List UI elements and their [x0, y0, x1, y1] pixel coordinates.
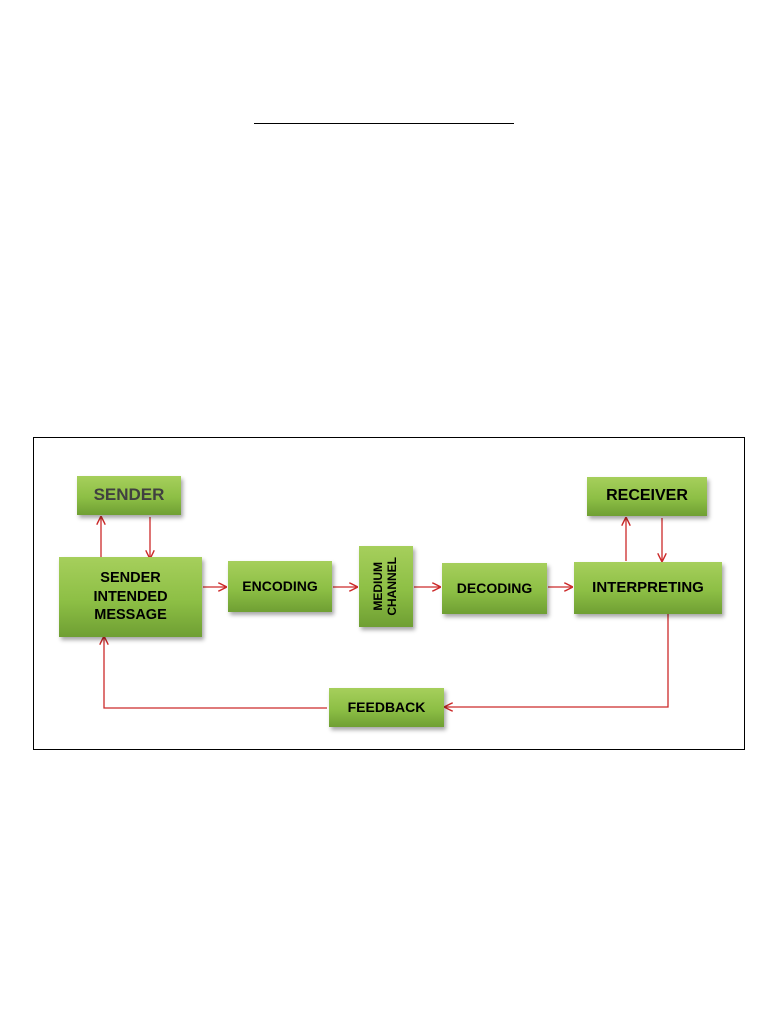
title-underline [254, 123, 514, 124]
node-decoding-label: DECODING [456, 580, 533, 597]
node-encoding-label: ENCODING [242, 578, 318, 595]
node-medium-channel-label: MEDIUM CHANNEL [371, 557, 399, 616]
arrow-interpreting-to-feedback [445, 614, 669, 707]
node-sender: SENDER [77, 476, 181, 515]
node-receiver: RECEIVER [587, 477, 707, 516]
node-receiver-label: RECEIVER [606, 487, 688, 505]
node-sender-label: SENDER [93, 485, 165, 505]
node-medium-channel: MEDIUM CHANNEL [359, 546, 413, 627]
node-decoding: DECODING [442, 563, 547, 614]
node-interpreting: INTERPRETING [574, 562, 722, 614]
node-interpreting-label: INTERPRETING [592, 579, 704, 597]
arrow-feedback-to-message [104, 637, 327, 709]
node-encoding: ENCODING [228, 561, 332, 612]
node-sender-intended-message: SENDER INTENDED MESSAGE [59, 557, 202, 637]
diagram-frame [33, 437, 745, 750]
node-feedback: FEEDBACK [329, 688, 444, 727]
node-sender-intended-message-label: SENDER INTENDED MESSAGE [93, 569, 168, 624]
node-feedback-label: FEEDBACK [347, 699, 426, 716]
